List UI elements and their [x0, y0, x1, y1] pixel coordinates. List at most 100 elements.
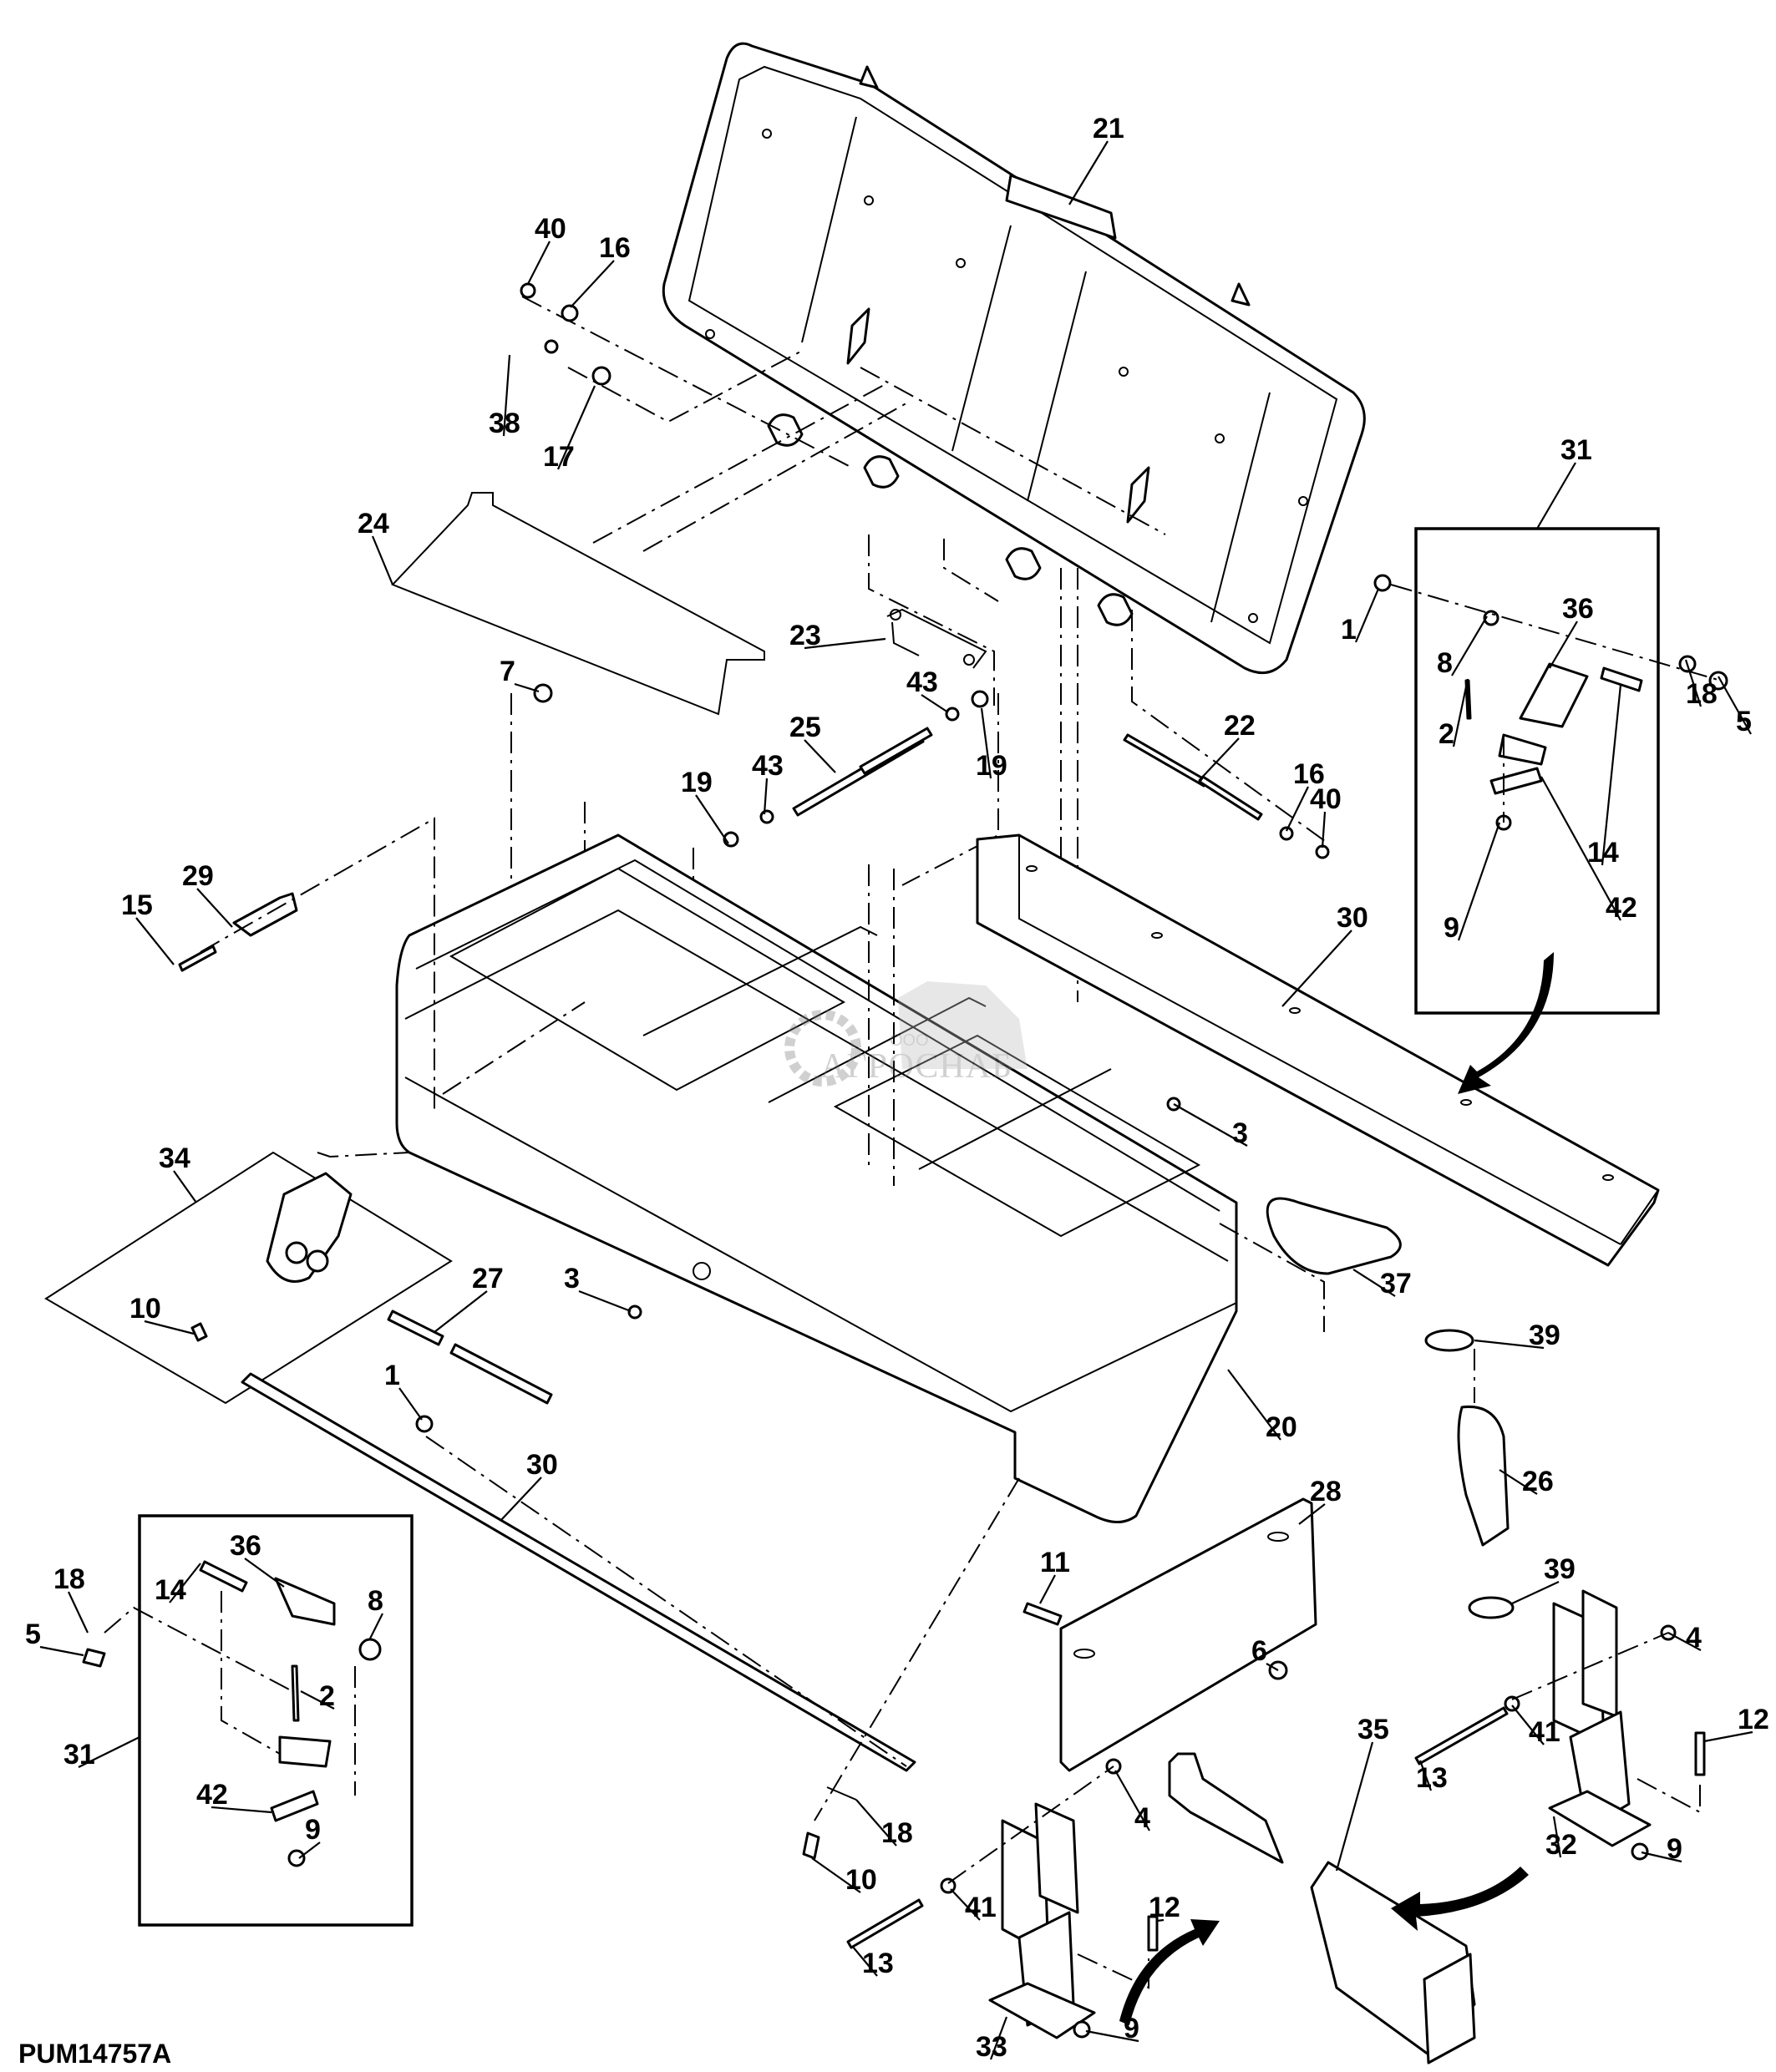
watermark-prefix: ООО [890, 1031, 929, 1050]
callout-12[interactable]: 12 [1149, 1892, 1180, 1923]
callout-4[interactable]: 4 [1134, 1802, 1150, 1834]
leader-line-39 [1511, 1581, 1560, 1604]
callout-31[interactable]: 31 [63, 1739, 95, 1771]
callout-10[interactable]: 10 [129, 1293, 161, 1325]
callout-40[interactable]: 40 [535, 213, 566, 245]
leader-line-19 [980, 707, 992, 779]
bolt-12-left [1147, 1915, 1159, 1952]
leader-line-24 [371, 535, 394, 585]
leader-line-36 [244, 1558, 285, 1588]
leader-line-17 [556, 385, 596, 470]
callout-17[interactable]: 17 [543, 441, 575, 473]
callout-36[interactable]: 36 [1562, 593, 1594, 625]
callout-34[interactable]: 34 [159, 1142, 190, 1174]
callout-20[interactable]: 20 [1266, 1411, 1297, 1443]
leader-line-3 [1173, 1103, 1248, 1147]
callout-15[interactable]: 15 [121, 889, 153, 921]
callout-16[interactable]: 16 [1293, 758, 1325, 790]
leader-line-9 [1085, 2029, 1139, 2043]
callout-6[interactable]: 6 [1251, 1635, 1267, 1667]
hose-26 [1424, 1329, 1515, 1619]
leader-line-20 [1227, 1369, 1281, 1441]
callout-41[interactable]: 41 [965, 1892, 997, 1923]
callout-18[interactable]: 18 [881, 1817, 913, 1849]
callout-18[interactable]: 18 [1686, 678, 1718, 710]
callout-43[interactable]: 43 [752, 750, 784, 782]
callout-36[interactable]: 36 [230, 1530, 261, 1562]
callout-37[interactable]: 37 [1380, 1268, 1412, 1299]
leader-line-12 [1156, 1918, 1165, 1923]
callout-9[interactable]: 9 [1124, 2013, 1139, 2044]
callout-23[interactable]: 23 [789, 620, 821, 651]
callout-2[interactable]: 2 [319, 1680, 335, 1712]
callout-4[interactable]: 4 [1686, 1622, 1702, 1654]
leader-line-39 [1474, 1339, 1545, 1350]
callout-9[interactable]: 9 [305, 1814, 321, 1846]
callout-29[interactable]: 29 [182, 860, 214, 892]
callout-22[interactable]: 22 [1224, 710, 1256, 742]
callout-12[interactable]: 12 [1738, 1704, 1769, 1735]
callout-5[interactable]: 5 [1736, 706, 1752, 737]
callout-26[interactable]: 26 [1522, 1466, 1554, 1497]
callout-5[interactable]: 5 [25, 1619, 41, 1650]
callout-3[interactable]: 3 [1232, 1117, 1248, 1149]
callout-39[interactable]: 39 [1544, 1553, 1576, 1585]
callout-8[interactable]: 8 [1437, 647, 1453, 679]
callout-30[interactable]: 30 [526, 1449, 558, 1481]
callout-3[interactable]: 3 [564, 1263, 580, 1294]
callout-19[interactable]: 19 [681, 767, 713, 798]
callout-43[interactable]: 43 [906, 666, 938, 698]
leader-line-10 [144, 1320, 195, 1335]
callout-9[interactable]: 9 [1444, 912, 1459, 944]
callout-32[interactable]: 32 [1545, 1829, 1577, 1861]
callout-30[interactable]: 30 [1337, 902, 1368, 934]
leader-line-6 [1266, 1663, 1279, 1671]
callout-25[interactable]: 25 [789, 712, 821, 743]
callout-24[interactable]: 24 [358, 508, 389, 540]
callout-33[interactable]: 33 [976, 2031, 1007, 2063]
leader-line-14 [169, 1563, 201, 1603]
callout-38[interactable]: 38 [489, 408, 520, 439]
callout-9[interactable]: 9 [1667, 1833, 1682, 1865]
callout-13[interactable]: 13 [862, 1948, 894, 1979]
callout-13[interactable]: 13 [1416, 1762, 1448, 1794]
callout-41[interactable]: 41 [1529, 1716, 1560, 1748]
callout-39[interactable]: 39 [1529, 1320, 1560, 1351]
callout-21[interactable]: 21 [1093, 113, 1124, 144]
arrow-right-stand [1391, 1867, 1529, 1931]
callout-11[interactable]: 11 [1040, 1547, 1070, 1578]
leader-line-26 [1499, 1469, 1538, 1495]
callout-31[interactable]: 31 [1560, 434, 1592, 466]
callout-10[interactable]: 10 [845, 1864, 877, 1896]
callout-14[interactable]: 14 [1587, 837, 1619, 869]
leader-line-43 [921, 694, 949, 713]
arrow-right-kit [1458, 952, 1554, 1094]
callout-28[interactable]: 28 [1310, 1476, 1342, 1507]
callout-27[interactable]: 27 [472, 1263, 504, 1294]
callout-40[interactable]: 40 [1310, 783, 1342, 815]
leader-line-9 [1641, 1851, 1682, 1863]
callout-42[interactable]: 42 [1606, 892, 1637, 924]
lid [662, 42, 1366, 675]
callout-8[interactable]: 8 [368, 1585, 383, 1617]
leader-line-3 [578, 1289, 632, 1313]
callout-19[interactable]: 19 [976, 750, 1007, 782]
leader-line-28 [1298, 1503, 1326, 1525]
leader-line-40 [1321, 811, 1327, 849]
callout-1[interactable]: 1 [1341, 614, 1357, 646]
callout-7[interactable]: 7 [500, 656, 515, 687]
leader-line-35 [1335, 1741, 1374, 1872]
leader-line-43 [763, 778, 769, 815]
bolt-13-right [1414, 1706, 1509, 1766]
figure-id: PUM14757A [18, 2039, 171, 2069]
angle-rail-right [976, 833, 1660, 1267]
leader-line-16 [570, 260, 615, 308]
callout-16[interactable]: 16 [599, 232, 631, 264]
callout-1[interactable]: 1 [384, 1360, 400, 1391]
callout-35[interactable]: 35 [1357, 1714, 1389, 1745]
callout-18[interactable]: 18 [53, 1563, 85, 1595]
callout-14[interactable]: 14 [155, 1574, 186, 1606]
callout-2[interactable]: 2 [1439, 718, 1454, 750]
callout-42[interactable]: 42 [196, 1779, 228, 1811]
